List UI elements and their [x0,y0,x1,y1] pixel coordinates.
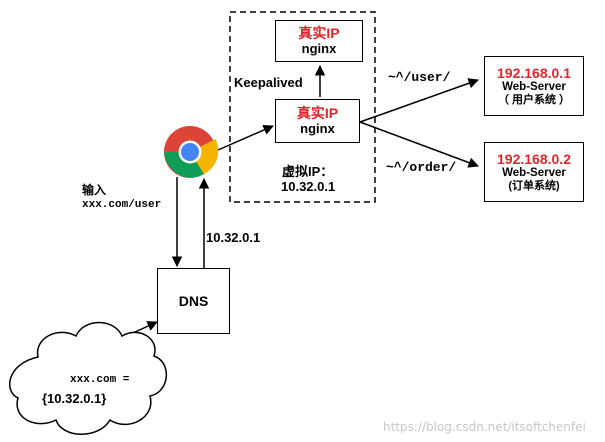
watermark-text: https://blog.csdn.net/itsoftchenfei [383,420,586,434]
route-order-label: ~^/order/ [386,160,457,175]
nginx-to-server1-arrow [359,78,479,123]
dns-cache-cloud [9,321,168,435]
web-server-1-box: 192.168.0.1 Web-Server （ 用户系统 ） [484,56,584,116]
nginx-to-server2-arrow [359,121,479,168]
virtual-ip-label: 虚拟IP： [282,164,334,179]
nginx-master-name: nginx [300,120,335,136]
web-server-2-box: 192.168.0.2 Web-Server (订单系统) [484,142,584,202]
web-server-1-ip: 192.168.0.1 [497,65,571,82]
virtual-ip-value: 10.32.0.1 [281,179,336,194]
keepalived-group-border [229,11,376,203]
nginx-master-box: 真实IP nginx [275,99,360,143]
input-url: xxx.com/user [82,199,162,211]
nginx-backup-name: nginx [301,40,337,56]
web-server-2-ip: 192.168.0.2 [497,151,571,168]
dns-reply-ip: 10.32.0.1 [206,230,261,245]
keepalived-label: Keepalived [234,75,303,90]
cloud-ip-text: {10.32.0.1} [42,391,107,406]
route-user-label: ~^/user/ [388,70,451,85]
nginx-backup-ip-label: 真实IP [298,25,340,42]
web-server-1-name: Web-Server [502,81,566,94]
web-server-2-name: Web-Server [502,167,566,180]
chrome-icon [164,126,219,178]
browser-to-nginx-arrow [217,124,274,151]
nginx-backup-box: 真实IP nginx [275,20,363,62]
nginx-master-ip-label: 真实IP [296,105,339,122]
cloud-domain-text: xxx.com = [70,374,130,386]
dns-box: DNS [157,268,230,334]
dns-label: DNS [178,292,209,309]
web-server-2-desc: (订单系统) [508,180,560,193]
web-server-1-desc: （ 用户系统 ） [497,94,571,107]
input-label: 输入 [82,183,107,197]
